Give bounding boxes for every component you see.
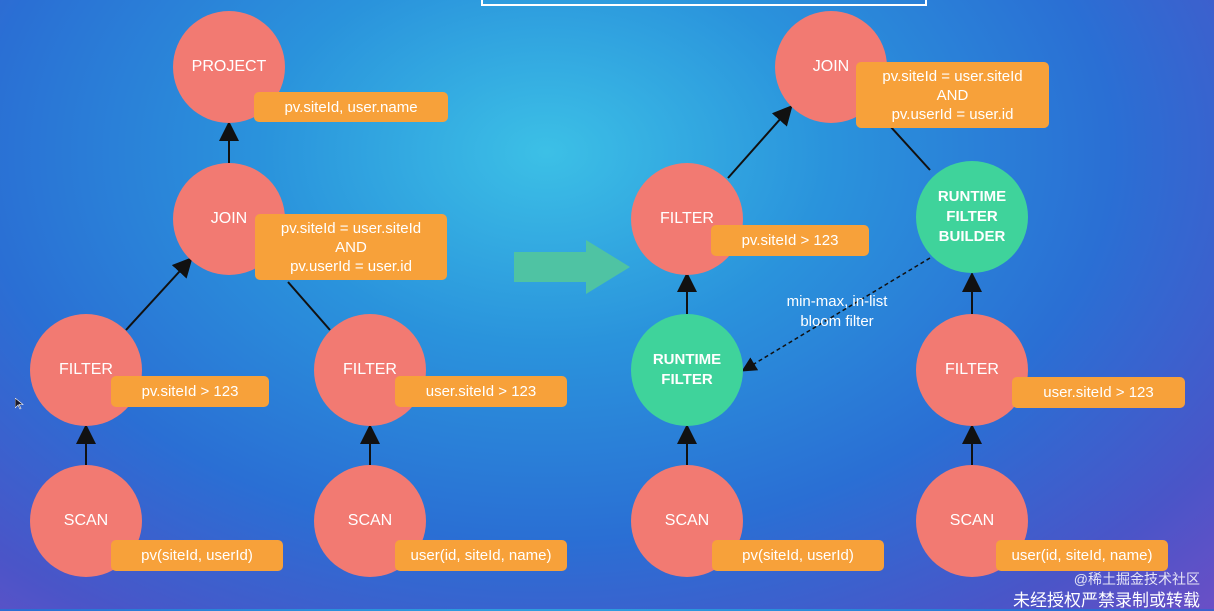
left-project-label: pv.siteId, user.name xyxy=(254,92,448,122)
left-filter-user-node: FILTER xyxy=(314,314,426,426)
cond-line-2: AND xyxy=(335,238,367,256)
node-title: SCAN xyxy=(664,512,710,529)
runtime-filter-note: min-max, in-list bloom filter xyxy=(762,292,912,332)
node-title: SCAN xyxy=(949,512,995,529)
right-filter-user-label: user.siteId > 123 xyxy=(1012,377,1185,408)
node-title: JOIN xyxy=(210,210,248,227)
note-line-2: bloom filter xyxy=(800,313,874,330)
watermark-notice: 未经授权严禁录制或转载 xyxy=(1013,591,1200,610)
edge-filter-to-join-right xyxy=(287,281,331,331)
slide-top-frame xyxy=(481,0,927,6)
runtime-filter-builder-node: RUNTIME FILTER BUILDER xyxy=(916,161,1028,273)
edge-builder-to-join xyxy=(889,125,931,171)
node-title: PROJECT xyxy=(191,58,267,75)
builder-line-2: FILTER xyxy=(946,208,998,225)
right-filter-pv-label: pv.siteId > 123 xyxy=(711,225,869,256)
cond-line-3: pv.userId = user.id xyxy=(290,257,412,275)
cond-line-3: pv.userId = user.id xyxy=(891,105,1014,123)
edge-builder-to-runtime-filter xyxy=(741,257,931,372)
right-join-condition: pv.siteId = user.siteId AND pv.userId = … xyxy=(856,62,1049,128)
node-title: FILTER xyxy=(660,210,714,227)
edge-filter-to-join xyxy=(727,105,793,179)
node-title: FILTER xyxy=(945,361,999,378)
watermark-site: @稀土掘金技术社区 xyxy=(1073,571,1200,587)
node-title: FILTER xyxy=(343,361,397,378)
left-scan-pv-label: pv(siteId, userId) xyxy=(111,540,283,571)
runtime-line-1: RUNTIME xyxy=(652,351,722,368)
left-filter-user-label: user.siteId > 123 xyxy=(395,376,567,407)
node-title: SCAN xyxy=(347,512,393,529)
left-filter-pv-node: FILTER xyxy=(30,314,142,426)
transform-arrow-icon xyxy=(514,240,630,294)
left-filter-pv-label: pv.siteId > 123 xyxy=(111,376,269,407)
builder-line-3: BUILDER xyxy=(938,228,1006,245)
mouse-pointer-icon xyxy=(15,398,24,410)
runtime-line-2: FILTER xyxy=(661,371,713,388)
left-join-condition: pv.siteId = user.siteId AND pv.userId = … xyxy=(255,214,447,280)
right-scan-user-label: user(id, siteId, name) xyxy=(996,540,1168,571)
cond-line-2: AND xyxy=(936,86,969,104)
node-title: FILTER xyxy=(59,361,113,378)
node-title: SCAN xyxy=(63,512,109,529)
builder-line-1: RUNTIME xyxy=(937,188,1007,205)
node-title: JOIN xyxy=(812,58,850,75)
cond-line-1: pv.siteId = user.siteId xyxy=(882,67,1023,85)
right-scan-pv-label: pv(siteId, userId) xyxy=(712,540,884,571)
right-filter-pv-node: FILTER xyxy=(631,163,743,275)
note-line-1: min-max, in-list xyxy=(786,293,888,310)
edge-filter-to-join-left xyxy=(125,257,193,331)
runtime-filter-node: RUNTIME FILTER xyxy=(631,314,743,426)
right-filter-user-node: FILTER xyxy=(916,314,1028,426)
cond-line-1: pv.siteId = user.siteId xyxy=(280,219,422,237)
left-scan-user-label: user(id, siteId, name) xyxy=(395,540,567,571)
